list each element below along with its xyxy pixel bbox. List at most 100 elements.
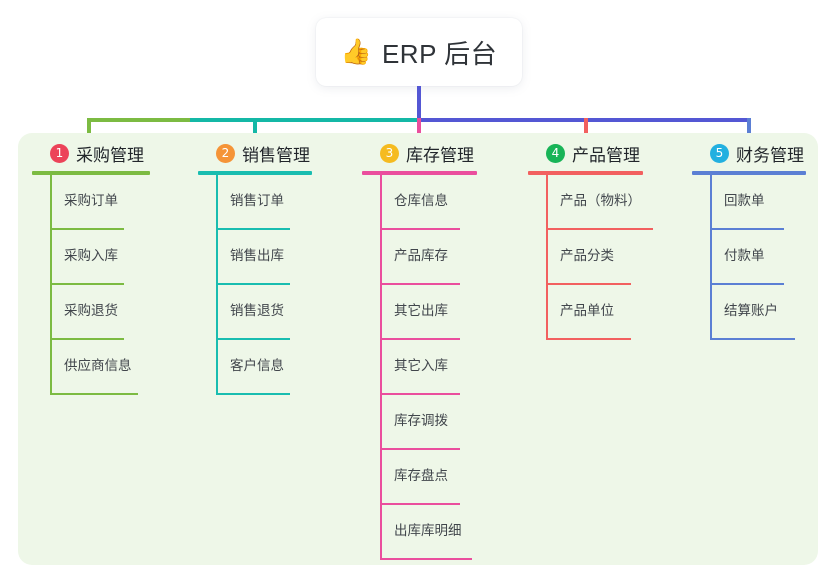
list-item-label: 客户信息 xyxy=(230,358,284,373)
list-item-label: 产品单位 xyxy=(560,303,614,318)
list-item-rule xyxy=(546,338,631,340)
list-item[interactable]: 付款单 xyxy=(692,230,822,285)
list-item-label: 结算账户 xyxy=(724,303,778,318)
list-item[interactable]: 出库库明细 xyxy=(362,505,502,560)
column-header[interactable]: 4 产品管理 xyxy=(528,140,678,166)
list-item-label: 付款单 xyxy=(724,248,765,263)
list-item[interactable]: 销售出库 xyxy=(198,230,328,285)
list-item-rule xyxy=(710,228,784,230)
list-item-rule xyxy=(380,558,472,560)
column-items: 产品（物料） 产品分类 产品单位 xyxy=(528,175,678,340)
column-sales: 2 销售管理 销售订单 销售出库 销售退货 客户信息 xyxy=(198,140,328,395)
column-spine xyxy=(380,175,382,560)
column-rule xyxy=(528,171,643,175)
connector-drop-col5 xyxy=(747,118,751,144)
list-item[interactable]: 仓库信息 xyxy=(362,175,502,230)
list-item-label: 库存调拨 xyxy=(394,413,448,428)
column-rule xyxy=(32,171,150,175)
column-items: 销售订单 销售出库 销售退货 客户信息 xyxy=(198,175,328,395)
list-item-label: 出库库明细 xyxy=(394,523,462,538)
list-item-rule xyxy=(380,503,460,505)
list-item-rule xyxy=(216,283,290,285)
column-rule xyxy=(198,171,312,175)
list-item-label: 销售退货 xyxy=(230,303,284,318)
root-node-card[interactable]: 👍 ERP 后台 xyxy=(316,18,522,86)
list-item-rule xyxy=(380,228,460,230)
connector-bus-green xyxy=(87,118,192,122)
list-item-rule xyxy=(50,393,138,395)
list-item-label: 产品库存 xyxy=(394,248,448,263)
list-item[interactable]: 产品分类 xyxy=(528,230,678,285)
column-title: 销售管理 xyxy=(242,145,310,165)
list-item-label: 采购退货 xyxy=(64,303,118,318)
column-items: 仓库信息 产品库存 其它出库 其它入库 库存调拨 库存盘点 出库库明细 xyxy=(362,175,502,560)
list-item-label: 产品分类 xyxy=(560,248,614,263)
list-item-rule xyxy=(50,283,124,285)
list-item-rule xyxy=(380,338,460,340)
list-item[interactable]: 库存调拨 xyxy=(362,395,502,450)
column-inventory: 3 库存管理 仓库信息 产品库存 其它出库 其它入库 库存调拨 库存盘点 xyxy=(362,140,502,560)
list-item-label: 采购订单 xyxy=(64,193,118,208)
list-item-label: 供应商信息 xyxy=(64,358,132,373)
list-item-label: 销售订单 xyxy=(230,193,284,208)
column-items: 采购订单 采购入库 采购退货 供应商信息 xyxy=(32,175,162,395)
list-item[interactable]: 库存盘点 xyxy=(362,450,502,505)
list-item[interactable]: 销售订单 xyxy=(198,175,328,230)
list-item-label: 库存盘点 xyxy=(394,468,448,483)
list-item-rule xyxy=(50,228,124,230)
list-item-rule xyxy=(50,338,124,340)
column-header[interactable]: 5 财务管理 xyxy=(692,140,822,166)
connector-drop-col1 xyxy=(87,118,91,144)
column-badge: 5 xyxy=(710,143,729,163)
list-item[interactable]: 销售退货 xyxy=(198,285,328,340)
list-item[interactable]: 结算账户 xyxy=(692,285,822,340)
list-item[interactable]: 产品（物料） xyxy=(528,175,678,230)
connector-drop-col3 xyxy=(417,118,421,144)
list-item-rule xyxy=(216,338,290,340)
column-title: 产品管理 xyxy=(572,145,640,165)
list-item[interactable]: 供应商信息 xyxy=(32,340,162,395)
list-item[interactable]: 客户信息 xyxy=(198,340,328,395)
list-item-rule xyxy=(380,448,460,450)
list-item[interactable]: 采购订单 xyxy=(32,175,162,230)
column-finance: 5 财务管理 回款单 付款单 结算账户 xyxy=(692,140,822,340)
column-spine xyxy=(546,175,548,340)
column-spine xyxy=(216,175,218,395)
column-title: 财务管理 xyxy=(736,145,804,165)
list-item[interactable]: 其它出库 xyxy=(362,285,502,340)
column-spine xyxy=(50,175,52,395)
column-items: 回款单 付款单 结算账户 xyxy=(692,175,822,340)
root-node-title: ERP 后台 xyxy=(381,38,498,69)
column-header[interactable]: 3 库存管理 xyxy=(362,140,502,166)
column-rule xyxy=(362,171,477,175)
list-item[interactable]: 回款单 xyxy=(692,175,822,230)
column-badge: 2 xyxy=(216,143,235,163)
list-item-rule xyxy=(710,283,784,285)
connector-bus-teal xyxy=(190,118,419,122)
list-item-rule xyxy=(216,393,290,395)
column-rule xyxy=(692,171,806,175)
connector-root-stem xyxy=(417,86,421,120)
list-item-rule xyxy=(546,228,653,230)
list-item-label: 其它入库 xyxy=(394,358,448,373)
connector-drop-col2 xyxy=(253,118,257,144)
list-item-rule xyxy=(380,283,460,285)
list-item[interactable]: 采购入库 xyxy=(32,230,162,285)
list-item[interactable]: 其它入库 xyxy=(362,340,502,395)
column-badge: 1 xyxy=(50,143,69,163)
column-badge: 4 xyxy=(546,143,565,163)
list-item[interactable]: 产品库存 xyxy=(362,230,502,285)
list-item-label: 回款单 xyxy=(724,193,765,208)
list-item-rule xyxy=(380,393,460,395)
column-badge: 3 xyxy=(380,143,399,163)
list-item[interactable]: 采购退货 xyxy=(32,285,162,340)
column-purchasing: 1 采购管理 采购订单 采购入库 采购退货 供应商信息 xyxy=(32,140,162,395)
column-product: 4 产品管理 产品（物料） 产品分类 产品单位 xyxy=(528,140,678,340)
list-item-label: 其它出库 xyxy=(394,303,448,318)
column-header[interactable]: 1 采购管理 xyxy=(32,140,162,166)
list-item-rule xyxy=(546,283,631,285)
content-panel xyxy=(18,133,818,565)
column-header[interactable]: 2 销售管理 xyxy=(198,140,328,166)
list-item[interactable]: 产品单位 xyxy=(528,285,678,340)
column-title: 库存管理 xyxy=(406,145,474,165)
